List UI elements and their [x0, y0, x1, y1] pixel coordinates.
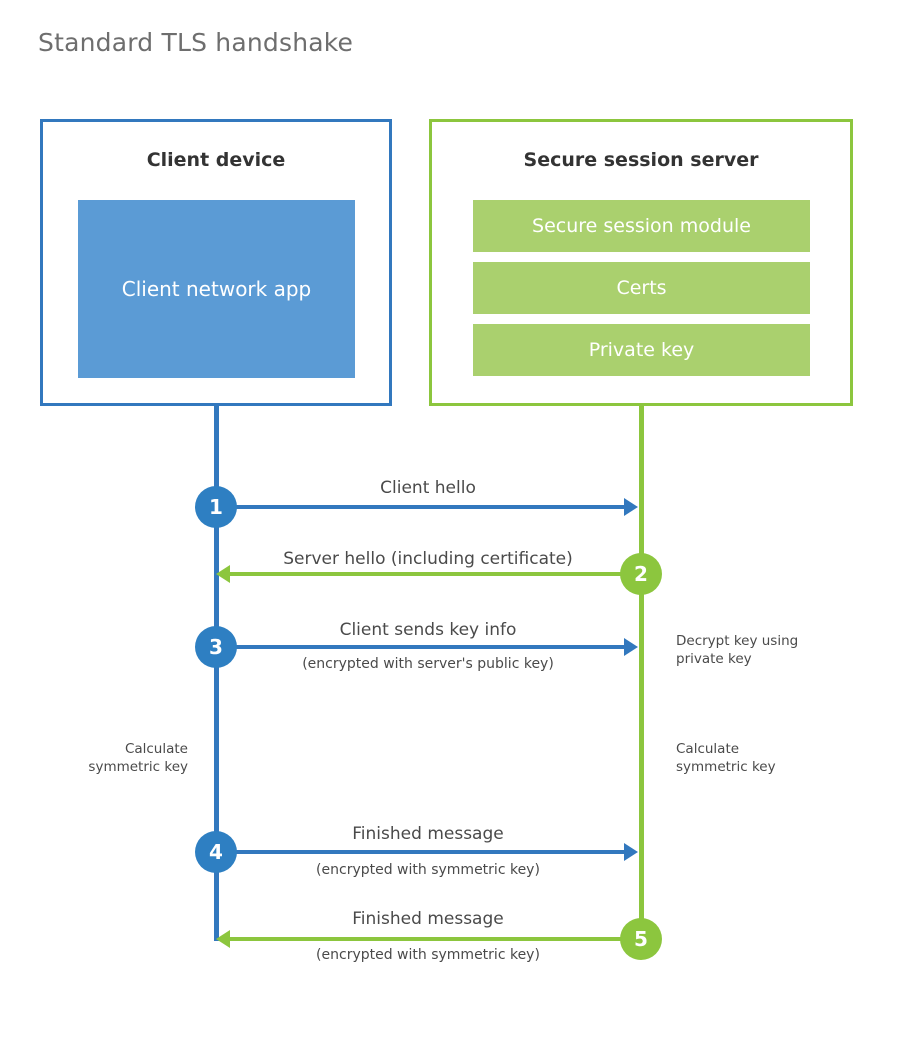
step-1-arrow-line: [228, 505, 626, 509]
secure-session-server-title: Secure session server: [523, 149, 759, 171]
step-4-arrowhead-icon: [624, 843, 638, 861]
step-5-sublabel: (encrypted with symmetric key): [316, 947, 540, 963]
annotation-client-calc-line1: Calculate: [124, 741, 188, 757]
step-3-label: Client sends key info: [339, 620, 517, 640]
server-lifeline: [639, 403, 644, 941]
annotation-server-calc-line2: symmetric key: [676, 759, 776, 776]
step-3-arrow-line: [228, 645, 626, 649]
step-5-circle: 5: [620, 918, 662, 960]
annotation-decrypt-key-line1: Decrypt key using: [676, 633, 799, 649]
step-1-circle: 1: [195, 486, 237, 528]
step-2-arrow-line: [228, 572, 626, 576]
step-4-arrow-line: [228, 850, 626, 854]
step-5-label: Finished message: [352, 909, 504, 929]
secure-session-server-box: Secure session server Secure session mod…: [429, 119, 853, 406]
annotation-decrypt-key: Decrypt key using private key: [676, 632, 856, 668]
annotation-client-calculate-symmetric-key: Calculate symmetric key: [22, 740, 188, 776]
server-module-secure-session-module: Secure session module: [473, 200, 810, 252]
step-5-arrow-line: [228, 937, 626, 941]
annotation-server-calc-line1: Calculate: [676, 741, 740, 757]
step-1-label: Client hello: [380, 478, 476, 498]
step-3-sublabel: (encrypted with server's public key): [302, 656, 554, 672]
server-module-certs: Certs: [473, 262, 810, 314]
client-device-title: Client device: [146, 149, 286, 171]
step-2-circle: 2: [620, 553, 662, 595]
page-title: Standard TLS handshake: [38, 28, 354, 57]
step-2-arrowhead-icon: [216, 565, 230, 583]
step-4-circle: 4: [195, 831, 237, 873]
client-lifeline: [214, 403, 219, 941]
step-4-label: Finished message: [352, 824, 504, 844]
client-device-box: Client device Client network app: [40, 119, 392, 406]
step-3-arrowhead-icon: [624, 638, 638, 656]
step-1-arrowhead-icon: [624, 498, 638, 516]
annotation-decrypt-key-line2: private key: [676, 651, 752, 668]
step-2-label: Server hello (including certificate): [283, 549, 573, 569]
annotation-client-calc-line2: symmetric key: [88, 759, 188, 776]
step-5-arrowhead-icon: [216, 930, 230, 948]
server-module-private-key: Private key: [473, 324, 810, 376]
server-module-list: Secure session module Certs Private key: [473, 200, 810, 376]
client-network-app-panel: Client network app: [78, 200, 355, 378]
step-3-circle: 3: [195, 626, 237, 668]
step-4-sublabel: (encrypted with symmetric key): [316, 862, 540, 878]
annotation-server-calculate-symmetric-key: Calculate symmetric key: [676, 740, 856, 776]
